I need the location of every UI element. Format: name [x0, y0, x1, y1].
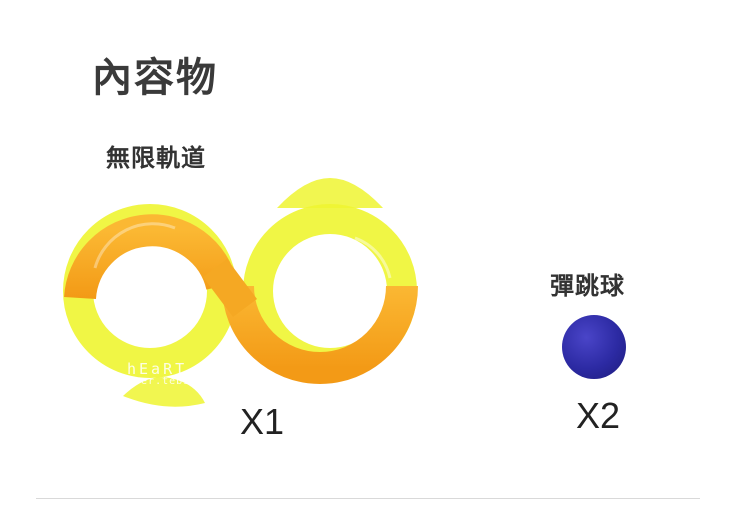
track-label: 無限軌道 — [106, 144, 206, 172]
watermark-line2: ever.tebsha — [127, 376, 205, 387]
track-quantity: X1 — [240, 401, 285, 442]
bouncy-ball-image — [562, 315, 626, 379]
divider — [36, 498, 700, 499]
ball-label: 彈跳球 — [550, 272, 625, 300]
ball-quantity: X2 — [576, 395, 621, 436]
watermark: hEaRT ever.tebsha — [127, 362, 204, 387]
infinity-track-image — [63, 178, 418, 407]
page-title: 內容物 — [92, 55, 218, 101]
watermark-line1: hEaRT — [127, 360, 188, 378]
